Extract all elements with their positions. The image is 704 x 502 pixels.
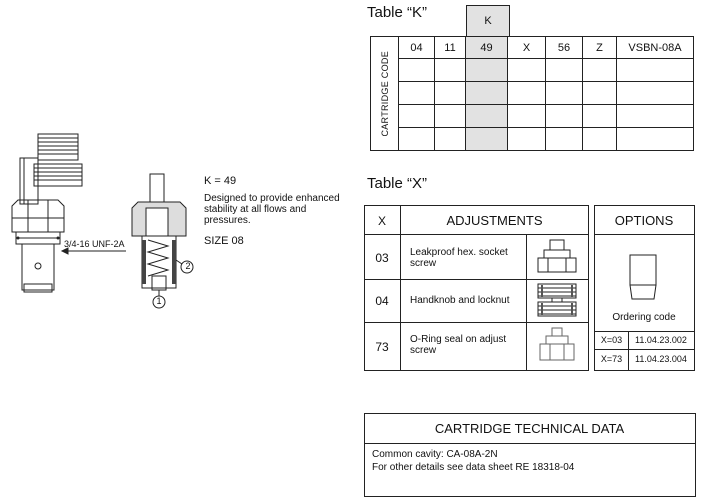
table-k-k-header: K [466,5,510,37]
table-k-title: Table “K” [367,4,428,21]
option-row-1-x: X=03 [600,335,623,345]
port-1-label: 1 [156,296,162,306]
table-x-title: Table “X” [367,175,428,192]
table-k: CARTRIDGE CODE 04 11 49 X 56 Z VSBN-08A [370,36,694,151]
option-row-1-code: 11.04.23.002 [635,335,687,345]
code-56: 56 [545,36,583,59]
thread-label: 3/4-16 UNF-2A [64,239,125,249]
option-row-2-x: X=73 [600,354,623,364]
cap-icon [629,254,657,300]
options-title: OPTIONS [614,213,674,228]
code-11: 11 [434,36,466,59]
cartridge-code-label: CARTRIDGE CODE [370,36,399,151]
tech-data-title: CARTRIDGE TECHNICAL DATA [434,421,625,436]
hex-socket-screw-icon [537,239,577,273]
tech-data-line-2: For other details see data sheet RE 1831… [372,462,575,473]
table-x-row-03-code: 03 [375,251,389,265]
k-value: K = 49 [204,175,237,187]
size-label: SIZE 08 [204,235,244,247]
options-box [594,205,695,371]
product-description: Designed to provide enhanced stability a… [204,193,340,226]
cartridge-section-drawing [131,173,194,309]
table-x-row-73-text: O-Ring seal on adjust screw [410,334,507,356]
code-49: 49 [465,36,508,59]
handknob-icon [537,283,577,317]
table-x-col-x: X [377,214,386,228]
code-x: X [507,36,546,59]
option-row-2-code: 11.04.23.004 [635,354,687,364]
table-x-row-04-text: Handknob and locknut [410,295,510,306]
table-x-col-adjustments: ADJUSTMENTS [446,213,543,228]
port-2-label: 2 [185,261,191,271]
code-vsbn: VSBN-08A [616,36,694,59]
cartridge-external-drawing [11,133,126,293]
tech-data-box [364,413,696,497]
table-x [364,205,589,371]
ordering-code-label: Ordering code [612,312,676,323]
code-z: Z [582,36,617,59]
oring-screw-icon [539,327,575,361]
table-x-row-04-code: 04 [375,294,389,308]
tech-data-line-1: Common cavity: CA-08A-2N [372,449,498,460]
code-04: 04 [398,36,435,59]
table-x-row-03-text: Leakproof hex. socket screw [410,247,508,269]
table-x-row-73-code: 73 [375,340,389,354]
